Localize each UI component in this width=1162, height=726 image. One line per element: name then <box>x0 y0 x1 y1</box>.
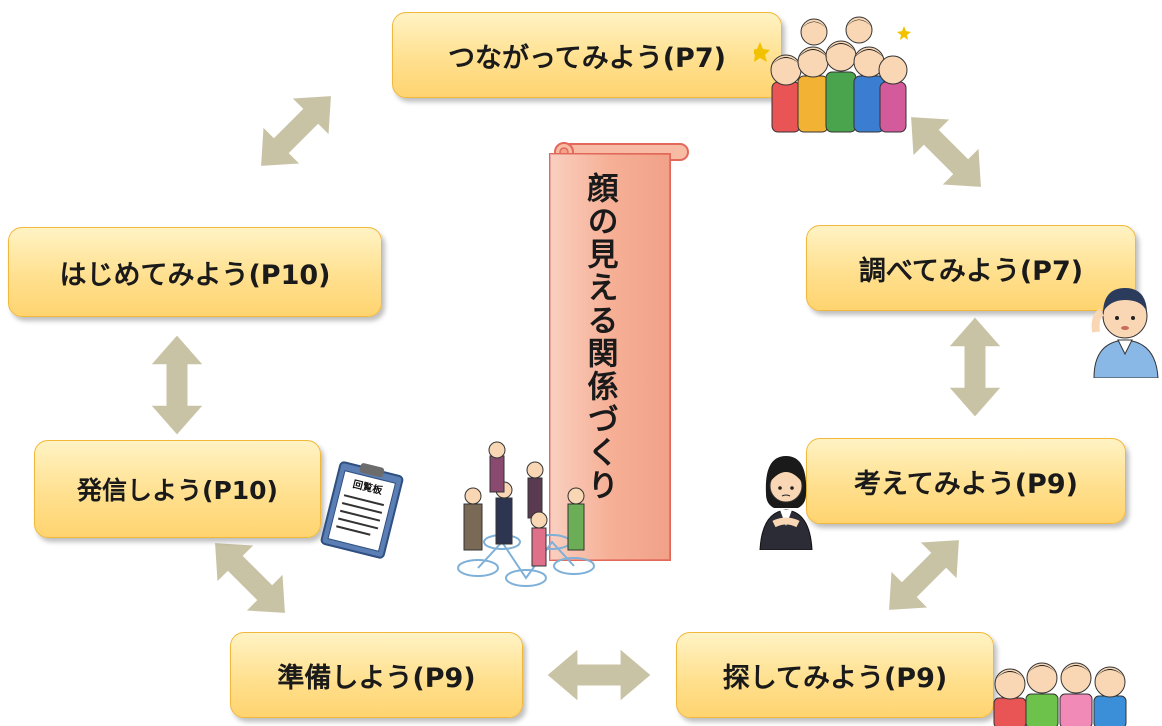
man-listening-icon <box>1091 288 1159 378</box>
clipboard-icon: 回覧板 <box>320 461 404 559</box>
node-think-label: 考えてみよう(P9) <box>854 468 1078 500</box>
arrow-bottom <box>547 649 651 701</box>
people-network-icon <box>457 441 595 587</box>
node-publish-label: 発信しよう(P10) <box>77 476 278 505</box>
node-start-label: はじめてみよう(P10) <box>59 259 331 291</box>
arrow-right <box>949 317 1001 417</box>
node-research: 調べてみよう(P7) <box>806 225 1136 311</box>
arrow-bottom-right <box>871 522 977 628</box>
node-publish: 発信しよう(P10) <box>34 440 321 538</box>
arrow-left <box>151 335 203 435</box>
node-connect-label: つながってみよう(P7) <box>448 42 726 74</box>
node-search-label: 探してみよう(P9) <box>722 662 948 694</box>
woman-thinking-icon <box>759 456 813 550</box>
node-search: 探してみよう(P9) <box>676 632 994 718</box>
node-think: 考えてみよう(P9) <box>806 438 1126 524</box>
arrow-bottom-left <box>197 525 303 631</box>
node-connect: つながってみよう(P7) <box>392 12 782 98</box>
arrow-top-left <box>243 78 349 184</box>
group-waving-icon <box>993 662 1127 726</box>
node-research-label: 調べてみよう(P7) <box>858 255 1084 287</box>
node-prepare-label: 準備しよう(P9) <box>277 662 476 694</box>
scroll-title: 顔の見える関係づくり <box>581 172 618 502</box>
node-start: はじめてみよう(P10) <box>8 227 382 317</box>
node-prepare: 準備しよう(P9) <box>230 632 523 718</box>
crowd-cheering-icon <box>754 16 911 133</box>
